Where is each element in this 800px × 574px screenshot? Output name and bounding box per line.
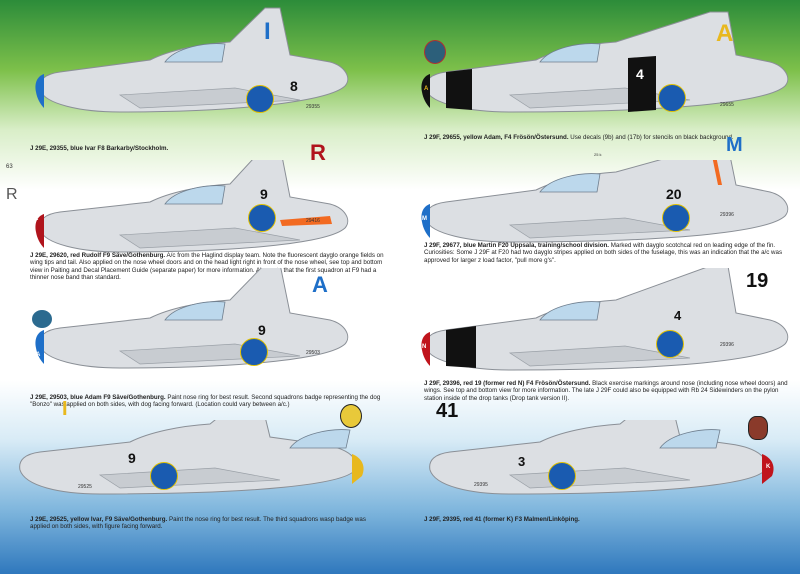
roundel-7 xyxy=(656,330,684,358)
nose-letter-5: A xyxy=(424,86,429,92)
roundel-4 xyxy=(150,462,178,490)
roundel-5 xyxy=(658,84,686,112)
caption-2: J 29E, 29620, red Rudolf F9 Säve/Gothenb… xyxy=(30,252,385,282)
nose-letter-8: K xyxy=(766,464,771,470)
fuselage-code-2: 9 xyxy=(260,186,268,202)
tail-letter-2: R xyxy=(310,140,326,165)
caption-title-8: J 29F, 29395, red 41 (former K) F3 Malme… xyxy=(424,516,580,523)
aircraft-panel-3: A A 9 29503 J 29E, 29503, blue Adam F9 S… xyxy=(0,268,390,411)
roundel-1 xyxy=(246,85,274,113)
nose-letter-7: N xyxy=(422,344,427,350)
tail-letter-5: A xyxy=(716,20,734,47)
caption-title-4: J 29E, 29525, yellow Ivar, F9 Säve/Gothe… xyxy=(30,516,168,523)
caption-text-2: A/c from the Haglind display team. Note … xyxy=(30,252,384,282)
caption-3: J 29E, 29503, blue Adam F9 Säve/Gothenbu… xyxy=(30,394,385,409)
caption-1: J 29E, 29355, blue Ivar F8 Barkarby/Stoc… xyxy=(30,145,385,152)
jet-profile-8 xyxy=(429,420,774,495)
aircraft-panel-8: 41 K 3 29395 J 29F, 29395, red 41 (forme… xyxy=(410,400,800,563)
nose-letter-2: R xyxy=(34,216,39,222)
roundel-3 xyxy=(240,338,268,366)
fuselage-code-3: 9 xyxy=(258,322,266,338)
caption-title-5: J 29F, 29655, yellow Adam, F4 Frösön/Öst… xyxy=(424,134,569,141)
caption-title-6: J 29F, 29677, blue Martin F20 Uppsala, t… xyxy=(424,242,609,249)
nose-letter-6: M xyxy=(422,216,427,222)
jet-profile-5 xyxy=(421,11,789,113)
extra-label-2: 63 xyxy=(6,164,13,170)
jet-profile-4 xyxy=(19,420,364,495)
fuselage-code-6: 20 xyxy=(666,186,682,202)
tail-letter-3: A xyxy=(312,272,328,297)
caption-7: J 29F, 29396, red 19 (former red N) F4 F… xyxy=(424,380,794,402)
aircraft-panel-1: I 8 29355 J 29E, 29355, blue Ivar F8 Bar… xyxy=(0,0,390,152)
aircraft-panel-4: I 9 29525 J 29E, 29525, yellow Ivar, F9 … xyxy=(0,398,390,563)
aircraft-panel-6: M M 25 k 20 29396 J 29F, 29677, blue Mar… xyxy=(410,134,800,303)
tail-letter-7: 19 xyxy=(746,270,769,292)
tail-letter-1: I xyxy=(264,18,271,45)
fuselage-code-5: 4 xyxy=(636,66,644,82)
caption-text-4: Paint the nose ring for best result. The… xyxy=(30,516,366,531)
jet-profile-1 xyxy=(35,7,349,113)
caption-text-5: Use decals (9b) and (17b) for stencils o… xyxy=(570,134,734,141)
fuselage-code-1: 8 xyxy=(290,78,298,94)
caption-text-7: Black exercise markings around nose (inc… xyxy=(424,380,788,402)
fuselage-code-7: 4 xyxy=(674,308,682,323)
wasp-badge-icon xyxy=(340,404,362,428)
roundel-6 xyxy=(662,204,690,232)
serial-7: 29396 xyxy=(720,342,734,348)
caption-text-6: Marked with dayglo scotchcal red on lead… xyxy=(424,242,783,264)
caption-title-7: J 29F, 29396, red 19 (former red N) F4 F… xyxy=(424,380,591,387)
fuselage-code-8: 3 xyxy=(518,454,526,469)
serial-1: 29355 xyxy=(306,104,320,110)
caption-6: J 29F, 29677, blue Martin F20 Uppsala, t… xyxy=(424,242,794,264)
serial-2: 29416 xyxy=(306,218,320,224)
extra-label-6: 25 k xyxy=(594,152,602,157)
aircraft-panel-7: 19 N 4 29396 J 29F, 29396, red 19 (forme… xyxy=(410,268,800,411)
aircraft-panel-2: R R 63 R 9 29416 J 29E, 29620, red Rudol… xyxy=(0,140,390,303)
dog-badge-icon xyxy=(32,310,52,328)
squadron-badge-icon-5 xyxy=(424,40,446,64)
aircraft-panel-5: A A 4 29655 J 29F, 29655, yellow Adam, F… xyxy=(410,0,800,143)
jet-profile-7 xyxy=(421,268,789,371)
serial-8: 29395 xyxy=(474,482,488,488)
fuselage-code-4: 9 xyxy=(128,450,136,466)
caption-title-3: J 29E, 29503, blue Adam F9 Säve/Gothenbu… xyxy=(30,394,166,401)
caption-4: J 29E, 29525, yellow Ivar, F9 Säve/Gothe… xyxy=(30,516,385,531)
caption-title-1: J 29E, 29355, blue Ivar F8 Barkarby/Stoc… xyxy=(30,145,169,152)
serial-6: 29396 xyxy=(720,212,734,218)
jet-profile-2 xyxy=(35,160,349,253)
jet-profile-6 xyxy=(421,160,789,243)
tail-letter-6: M xyxy=(726,134,743,156)
tail-letter-8: 41 xyxy=(436,400,459,422)
side-letter-2: R xyxy=(6,186,18,203)
caption-8: J 29F, 29395, red 41 (former K) F3 Malme… xyxy=(424,516,794,523)
serial-4: 29525 xyxy=(78,484,92,490)
jet-profile-3 xyxy=(35,268,349,369)
roundel-8 xyxy=(548,462,576,490)
nose-letter-3: A xyxy=(36,352,41,358)
caption-5: J 29F, 29655, yellow Adam, F4 Frösön/Öst… xyxy=(424,134,794,141)
caption-title-2: J 29E, 29620, red Rudolf F9 Säve/Gothenb… xyxy=(30,252,166,259)
serial-5: 29655 xyxy=(720,102,734,108)
roundel-2 xyxy=(248,204,276,232)
squadron-badge-icon-8 xyxy=(748,416,768,440)
serial-3: 29503 xyxy=(306,350,320,356)
caption-text-3: Paint nose ring for best result. Second … xyxy=(30,394,381,409)
tail-letter-4: I xyxy=(62,398,68,420)
